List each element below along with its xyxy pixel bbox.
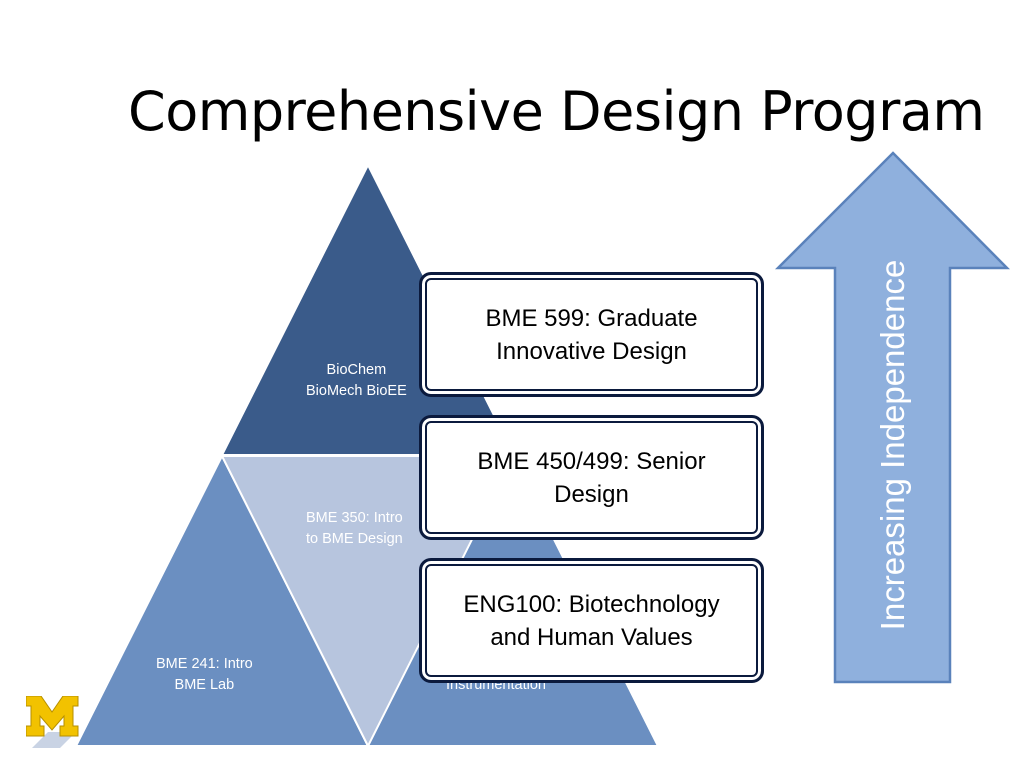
slide-title: Comprehensive Design Program <box>128 80 985 143</box>
course-box-eng100: ENG100: Biotechnology and Human Values <box>419 558 764 683</box>
arrow-label: Increasing Independence <box>874 259 911 631</box>
pyramid-bottom-left-label: BME 241: Intro BME Lab <box>156 656 253 693</box>
increasing-independence-arrow <box>774 151 1010 684</box>
block-m-logo-icon: M <box>26 696 79 748</box>
pyramid-top-label: BioChem BioMech BioEE <box>306 362 407 399</box>
course-box-senior: BME 450/499: Senior Design <box>419 415 764 540</box>
course-box-graduate: BME 599: Graduate Innovative Design <box>419 272 764 397</box>
pyramid-middle-label: BME 350: Intro to BME Design <box>306 510 403 547</box>
